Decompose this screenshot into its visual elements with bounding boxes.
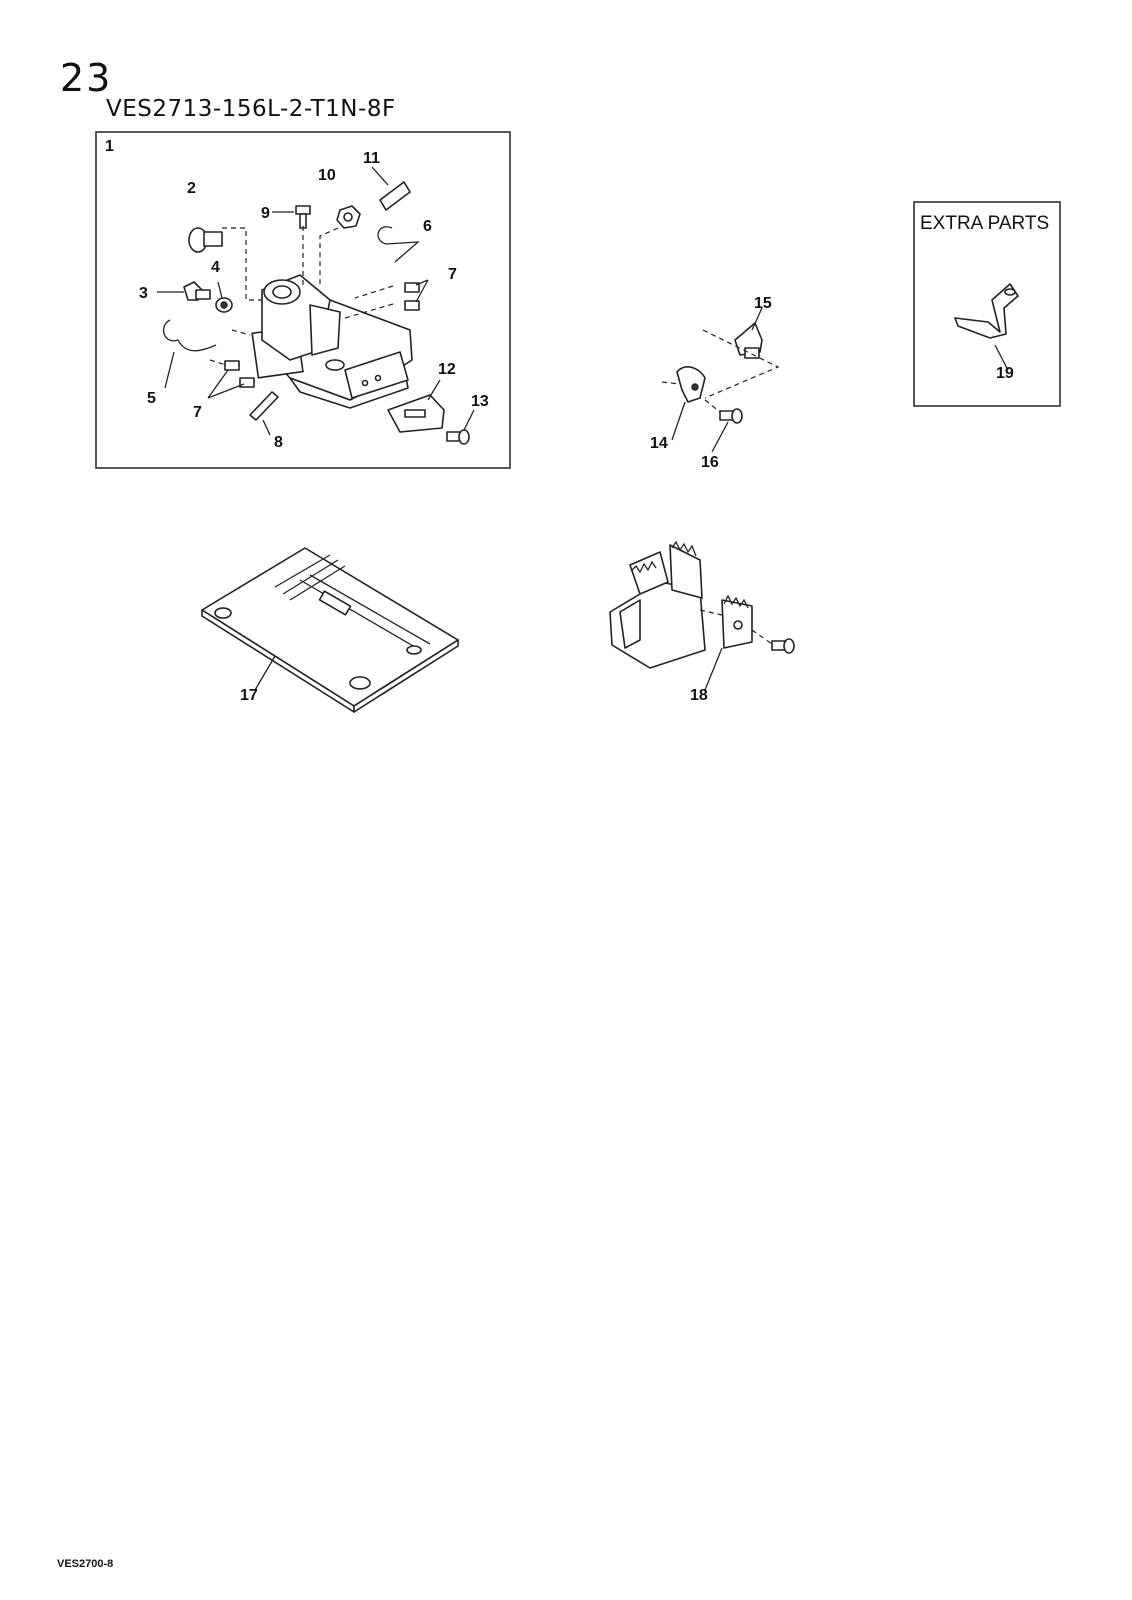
washer-part-4 xyxy=(215,297,233,313)
callout-1: 1 xyxy=(105,138,114,155)
spring-part-6 xyxy=(377,226,420,263)
callout-11: 11 xyxy=(363,150,380,167)
model-title: VES2713-156L-2-T1N-8F xyxy=(106,96,396,122)
callout-14: 14 xyxy=(650,435,668,452)
callout-7-lower: 7 xyxy=(193,404,202,421)
callout-6: 6 xyxy=(423,218,432,235)
screw-part-3 xyxy=(183,281,211,301)
callout-7-upper: 7 xyxy=(448,266,457,283)
assembly-frame xyxy=(95,131,511,469)
page-number: 23 xyxy=(60,56,113,100)
part-15 xyxy=(734,322,763,359)
screws-part-7-upper xyxy=(404,282,420,311)
extra-parts-title: EXTRA PARTS xyxy=(920,213,1049,234)
screw-part-16 xyxy=(719,408,743,424)
callout-19: 19 xyxy=(996,365,1014,382)
callout-16: 16 xyxy=(701,454,719,471)
screws-part-7-lower xyxy=(224,360,255,388)
stud-part-11 xyxy=(379,181,411,211)
callout-13: 13 xyxy=(471,393,489,410)
callout-10: 10 xyxy=(318,167,336,184)
screw-part-2 xyxy=(188,227,223,253)
callout-17: 17 xyxy=(240,687,258,704)
callout-15: 15 xyxy=(754,295,772,312)
extra-parts-frame xyxy=(913,201,1061,407)
callout-2: 2 xyxy=(187,180,196,197)
part-14 xyxy=(676,366,706,403)
callout-3: 3 xyxy=(139,285,148,302)
callout-8: 8 xyxy=(274,434,283,451)
nut-part-10 xyxy=(336,205,361,229)
screw-part-13 xyxy=(446,429,470,445)
callout-18: 18 xyxy=(690,687,708,704)
needle-plate-part-17 xyxy=(201,547,459,713)
callout-5: 5 xyxy=(147,390,156,407)
spring-part-5 xyxy=(162,319,217,352)
pin-part-8 xyxy=(249,391,279,421)
part-19 xyxy=(954,283,1019,339)
footer-code: VES2700-8 xyxy=(57,1558,114,1570)
screw-part-9 xyxy=(295,205,311,229)
guide-part-12 xyxy=(387,394,445,433)
presser-foot-assembly xyxy=(251,274,413,409)
callout-4: 4 xyxy=(211,259,220,276)
callout-9: 9 xyxy=(261,205,270,222)
callout-12: 12 xyxy=(438,361,456,378)
feed-dog-part-18 xyxy=(609,540,795,669)
